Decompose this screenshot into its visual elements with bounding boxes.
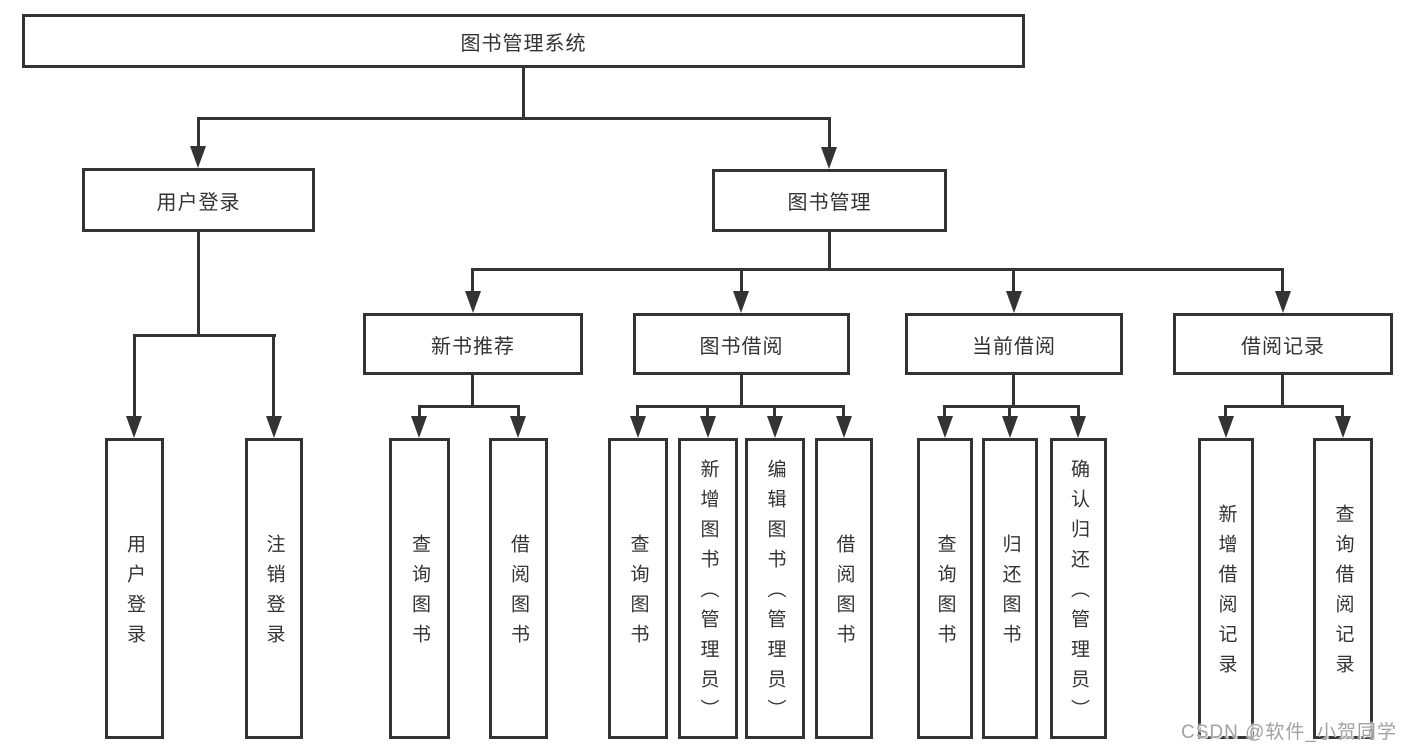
leaf-borrow-book: 借阅图书: [815, 438, 873, 739]
arrow-down-icon: [126, 416, 142, 438]
node-borrow-records-label: 借阅记录: [1241, 335, 1325, 358]
connector-line: [828, 117, 831, 148]
leaf-label: 归还图书: [999, 534, 1021, 654]
arrow-down-icon: [630, 416, 646, 438]
connector-line: [842, 405, 845, 417]
connector-line: [418, 405, 421, 417]
connector-line: [1077, 405, 1080, 417]
arrow-down-icon: [1002, 416, 1018, 438]
connector-line: [1012, 268, 1015, 292]
leaf-label: 确认归还（管理员）: [1068, 459, 1089, 729]
leaf-label: 新增图书（管理员）: [697, 459, 719, 729]
arrow-down-icon: [937, 416, 953, 438]
arrow-down-icon: [411, 416, 427, 438]
connector-line: [706, 405, 709, 417]
arrow-down-icon: [1006, 291, 1022, 313]
node-borrow-records: 借阅记录: [1173, 313, 1393, 375]
arrow-down-icon: [1335, 416, 1351, 438]
watermark: CSDN @软件_小贺同学: [1181, 722, 1397, 743]
connector-line: [471, 375, 474, 407]
leaf-user-login: 用户登录: [105, 438, 164, 739]
node-user-login: 用户登录: [82, 168, 315, 232]
connector-line: [1224, 405, 1344, 408]
arrow-down-icon: [266, 416, 282, 438]
connector-line: [943, 405, 946, 417]
connector-line: [943, 405, 1080, 408]
leaf-label: 注销登录: [263, 534, 285, 654]
connector-line: [197, 117, 831, 120]
node-book-borrow-label: 图书借阅: [699, 335, 784, 358]
connector-line: [636, 405, 639, 417]
arrow-down-icon: [1070, 416, 1086, 438]
connector-line: [740, 375, 743, 407]
connector-line: [272, 334, 275, 416]
leaf-label: 用户登录: [124, 534, 145, 654]
leaf-label: 新增借阅记录: [1215, 504, 1237, 684]
leaf-label: 查询图书: [627, 534, 649, 654]
node-new-books: 新书推荐: [363, 313, 583, 375]
connector-line: [197, 232, 200, 336]
connector-line: [1281, 268, 1284, 292]
leaf-label: 查询图书: [409, 534, 430, 654]
leaf-borrow-add: 新增图书（管理员）: [678, 438, 738, 739]
node-current-borrow-label: 当前借阅: [972, 335, 1056, 358]
leaf-label: 编辑图书（管理员）: [764, 459, 786, 729]
node-current-borrow: 当前借阅: [905, 313, 1123, 375]
node-user-login-label: 用户登录: [156, 191, 241, 214]
leaf-current-query: 查询图书: [917, 438, 973, 739]
node-book-mgmt: 图书管理: [712, 169, 947, 232]
arrow-down-icon: [700, 416, 716, 438]
leaf-newbooks-borrow: 借阅图书: [489, 438, 548, 739]
connector-line: [1224, 405, 1227, 417]
connector-line: [1008, 405, 1011, 417]
connector-line: [1281, 375, 1284, 407]
leaf-label: 查询图书: [934, 534, 956, 654]
arrow-down-icon: [821, 147, 837, 169]
connector-line: [197, 117, 200, 147]
node-book-borrow: 图书借阅: [633, 313, 850, 375]
connector-line: [1012, 375, 1015, 407]
leaf-label: 借阅图书: [833, 534, 855, 654]
connector-line: [773, 405, 776, 417]
node-new-books-label: 新书推荐: [431, 335, 515, 358]
leaf-current-return: 归还图书: [982, 438, 1038, 739]
leaf-borrow-edit: 编辑图书（管理员）: [745, 438, 805, 739]
connector-line: [740, 268, 743, 292]
node-root-label: 图书管理系统: [460, 32, 587, 55]
leaf-logout: 注销登录: [245, 438, 303, 739]
arrow-down-icon: [465, 291, 481, 313]
connector-line: [133, 334, 276, 337]
connector-line: [636, 405, 845, 408]
connector-line: [828, 232, 831, 270]
connector-line: [517, 405, 520, 417]
connector-line: [471, 268, 1283, 271]
arrow-down-icon: [836, 416, 852, 438]
leaf-record-add: 新增借阅记录: [1198, 438, 1254, 739]
leaf-borrow-query: 查询图书: [608, 438, 668, 739]
arrow-down-icon: [190, 146, 206, 168]
arrow-down-icon: [510, 416, 526, 438]
connector-line: [471, 268, 474, 292]
arrow-down-icon: [1218, 416, 1234, 438]
node-root: 图书管理系统: [22, 14, 1025, 68]
node-book-mgmt-label: 图书管理: [787, 192, 872, 214]
connector-line: [1341, 405, 1344, 417]
connector-line: [418, 405, 519, 408]
leaf-label: 借阅图书: [508, 534, 529, 654]
arrow-down-icon: [733, 291, 749, 313]
arrow-down-icon: [767, 416, 783, 438]
connector-line: [133, 334, 136, 416]
arrow-down-icon: [1275, 291, 1291, 313]
leaf-current-confirm: 确认归还（管理员）: [1050, 438, 1107, 739]
leaf-newbooks-query: 查询图书: [389, 438, 450, 739]
leaf-label: 查询借阅记录: [1332, 504, 1354, 684]
connector-line: [522, 68, 525, 119]
leaf-record-query: 查询借阅记录: [1313, 438, 1373, 739]
